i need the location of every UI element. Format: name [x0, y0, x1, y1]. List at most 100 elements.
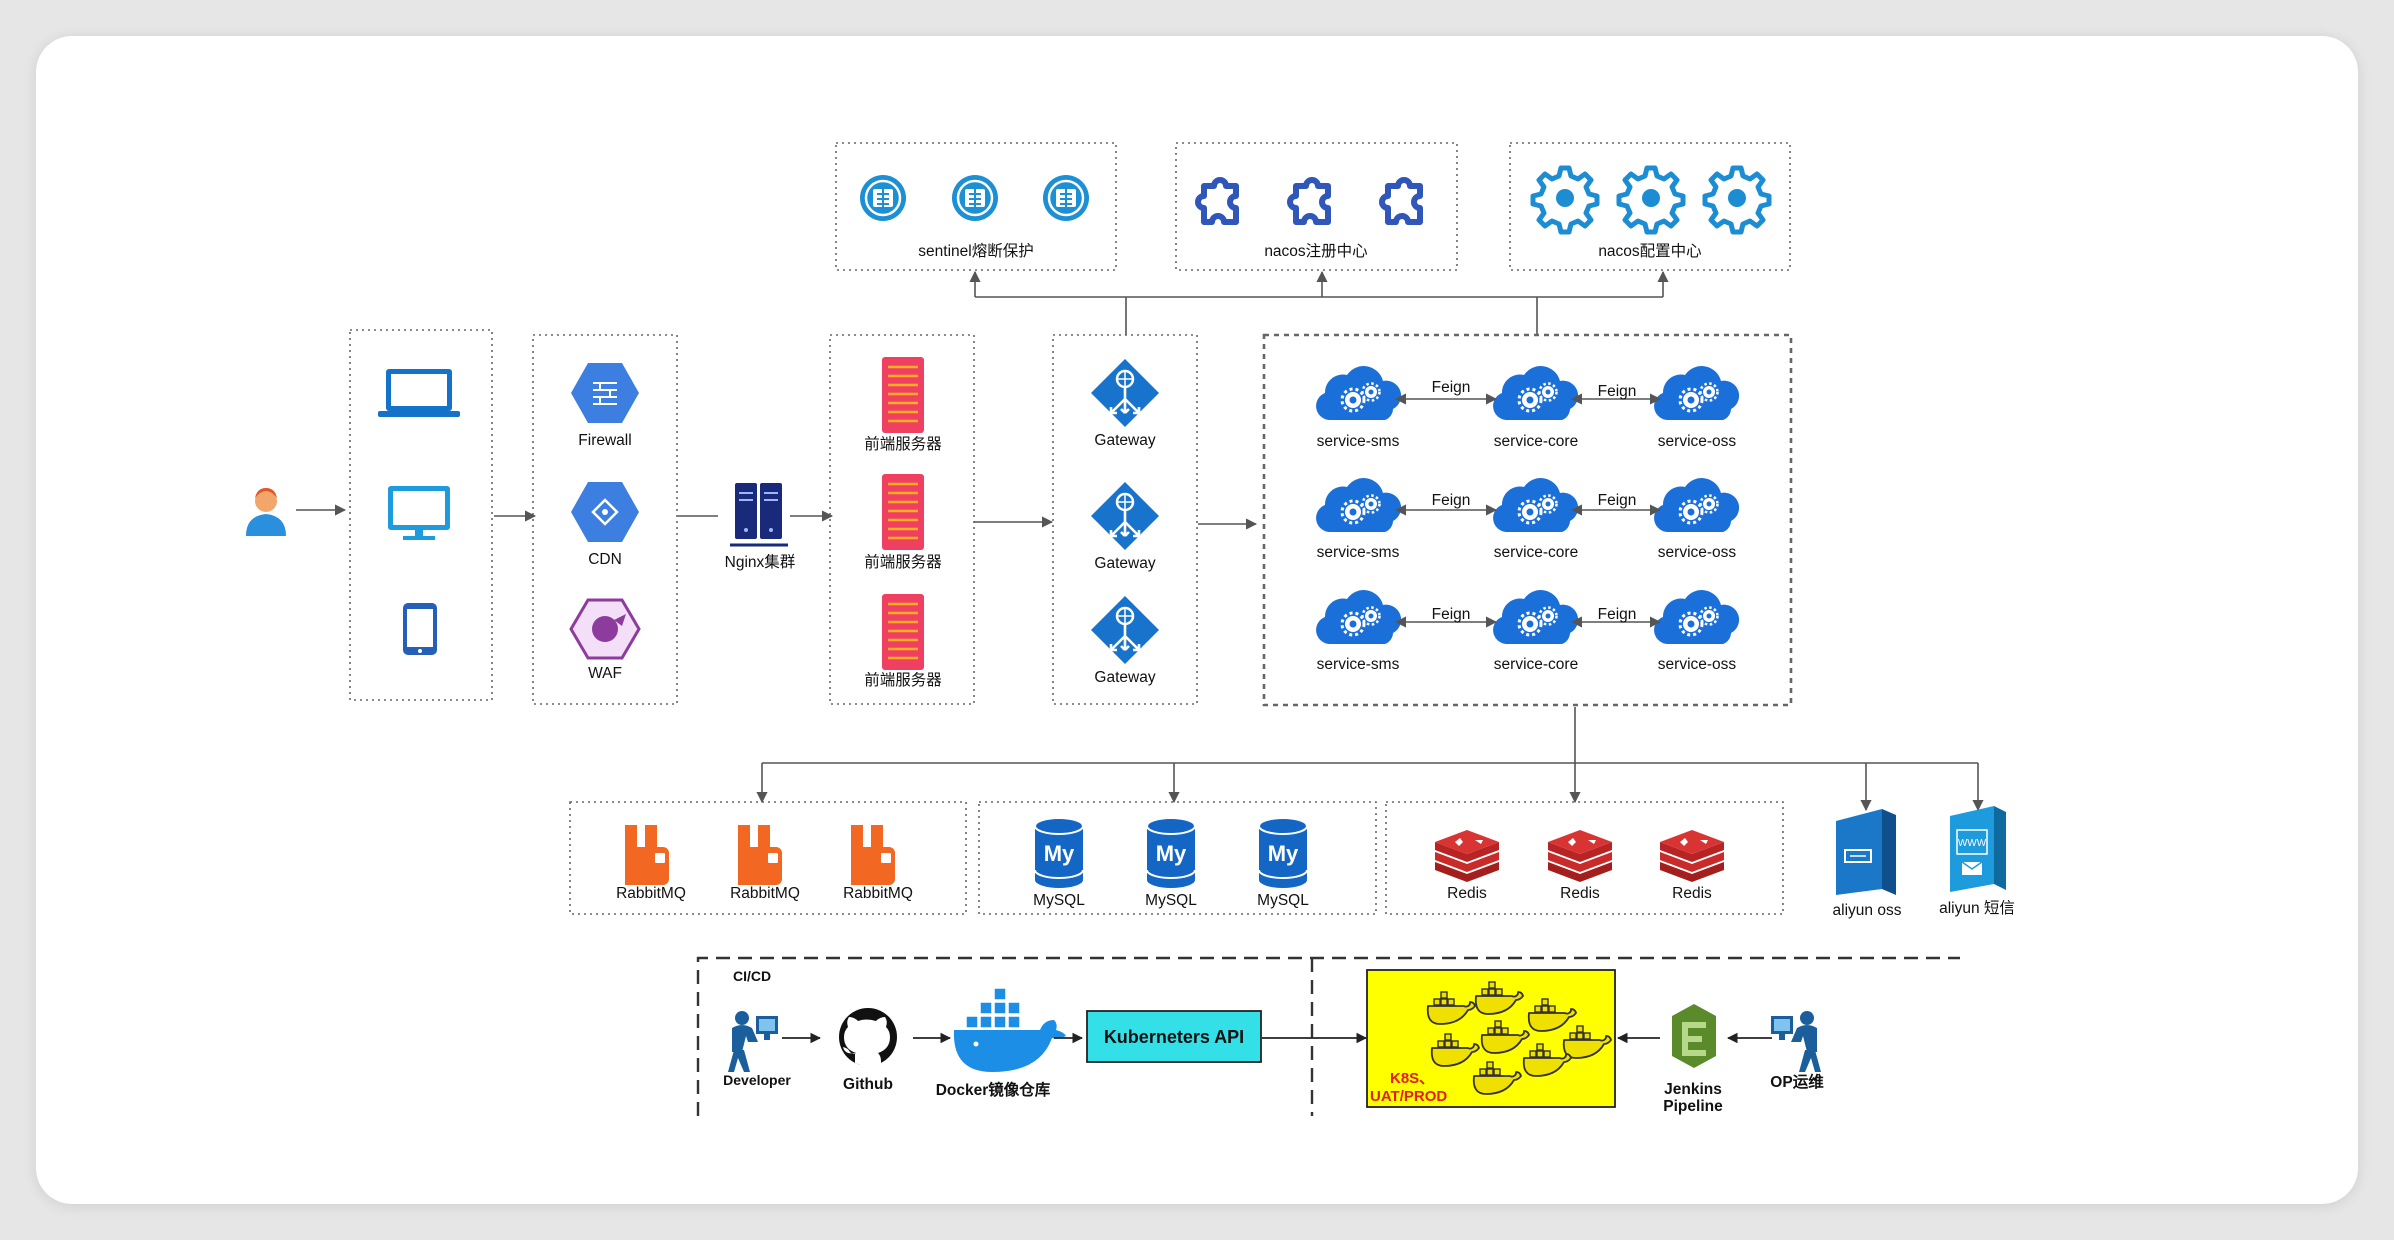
- cdn-label: CDN: [588, 551, 622, 568]
- waf-icon: [569, 598, 641, 660]
- jenkins-icon: [1672, 1004, 1716, 1068]
- service-label: service-core: [1494, 433, 1578, 450]
- rabbitmq-icon: [738, 825, 782, 885]
- firewall-label: Firewall: [578, 432, 631, 449]
- www-icon-text: WWW: [1958, 838, 1987, 849]
- desktop-icon: [388, 486, 450, 540]
- user-icon: [246, 488, 286, 536]
- sentinel-shield-icon: [1041, 173, 1091, 223]
- gateway-group: [1052, 334, 1198, 705]
- mysql-label: MySQL: [1257, 892, 1309, 909]
- frontend-group: [829, 334, 975, 705]
- feign-label: Feign: [1432, 492, 1471, 509]
- sentinel-label: sentinel熔断保护: [918, 242, 1033, 260]
- service-label: service-sms: [1317, 433, 1400, 450]
- op-label: OP运维: [1770, 1072, 1824, 1091]
- nacos-config-label: nacos配置中心: [1598, 242, 1701, 260]
- cicd-border: [696, 956, 1960, 1116]
- k8s-api-label: Kuberneters API: [1104, 1027, 1244, 1047]
- aliyun-sms-label: aliyun 短信: [1939, 899, 2015, 917]
- developer-label: Developer: [723, 1072, 791, 1088]
- rabbitmq-icon: [625, 825, 669, 885]
- nacos-registry-label: nacos注册中心: [1264, 242, 1367, 260]
- feign-label: Feign: [1598, 383, 1637, 400]
- gear-icon: [1619, 168, 1683, 232]
- service-label: service-core: [1494, 544, 1578, 561]
- waf-label: WAF: [588, 665, 622, 682]
- developer-icon: [728, 1011, 778, 1072]
- server-rack-icon: [880, 592, 926, 672]
- gateway-icon: [1089, 357, 1161, 429]
- rabbitmq-label: RabbitMQ: [843, 885, 913, 902]
- k8s-env-label-line2: UAT/PROD: [1370, 1088, 1447, 1105]
- cloud-gear-icon: [1652, 476, 1741, 534]
- feign-label: Feign: [1432, 379, 1471, 396]
- feign-label: Feign: [1598, 606, 1637, 623]
- laptop-icon: [378, 369, 460, 417]
- cicd-title: CI/CD: [733, 968, 771, 984]
- sentinel-shield-icon: [858, 173, 908, 223]
- gateway-label-1: Gateway: [1094, 432, 1155, 449]
- redis-label: Redis: [1447, 885, 1487, 902]
- mysql-label: MySQL: [1033, 892, 1085, 909]
- jenkins-label-line1: Jenkins: [1664, 1081, 1722, 1098]
- aliyun-oss-label: aliyun oss: [1833, 902, 1902, 919]
- services-group: [1262, 333, 1793, 707]
- service-label: service-sms: [1317, 544, 1400, 561]
- aliyun-oss-icon: [1836, 809, 1896, 895]
- feign-label: Feign: [1432, 606, 1471, 623]
- nginx-label: Nginx集群: [725, 553, 796, 571]
- redis-icon: [1435, 830, 1499, 882]
- mysql-db-icon: [1146, 817, 1196, 889]
- github-label: Github: [843, 1076, 893, 1093]
- gateway-label-2: Gateway: [1094, 555, 1155, 572]
- cloud-gear-icon: [1652, 364, 1741, 422]
- firewall-icon: [571, 363, 639, 423]
- frontend-label-3: 前端服务器: [864, 671, 942, 689]
- mysql-group: [978, 801, 1377, 915]
- service-label: service-core: [1494, 656, 1578, 673]
- puzzle-icon: [1198, 180, 1236, 222]
- mysql-db-icon: [1258, 817, 1308, 889]
- cloud-gear-icon: [1314, 476, 1403, 534]
- puzzle-icon: [1382, 180, 1420, 222]
- rabbitmq-group: [569, 801, 967, 915]
- gear-icon: [1705, 168, 1769, 232]
- devices-group: [349, 329, 493, 701]
- rabbitmq-icon: [851, 825, 895, 885]
- edge-group: [532, 334, 678, 705]
- jenkins-label-line2: Pipeline: [1663, 1098, 1723, 1115]
- aliyun-sms-icon: WWW: [1950, 806, 2006, 892]
- gateway-icon: [1089, 480, 1161, 552]
- service-label: service-oss: [1658, 656, 1737, 673]
- cloud-gear-icon: [1652, 588, 1741, 646]
- service-label: service-sms: [1317, 656, 1400, 673]
- frontend-label-2: 前端服务器: [864, 553, 942, 571]
- redis-icon: [1660, 830, 1724, 882]
- redis-icon: [1548, 830, 1612, 882]
- rabbitmq-label: RabbitMQ: [616, 885, 686, 902]
- nginx-icon: [730, 483, 788, 547]
- docker-whale-icon: [953, 987, 1066, 1072]
- cloud-gear-icon: [1491, 364, 1580, 422]
- cloud-gear-icon: [1491, 588, 1580, 646]
- puzzle-icon: [1290, 180, 1328, 222]
- server-rack-icon: [880, 472, 926, 552]
- server-rack-icon: [880, 355, 926, 435]
- gear-icon: [1533, 168, 1597, 232]
- feign-label: Feign: [1598, 492, 1637, 509]
- redis-label: Redis: [1672, 885, 1712, 902]
- op-icon: [1771, 1011, 1821, 1072]
- gateway-label-3: Gateway: [1094, 669, 1155, 686]
- cloud-gear-icon: [1491, 476, 1580, 534]
- service-label: service-oss: [1658, 433, 1737, 450]
- rabbitmq-label: RabbitMQ: [730, 885, 800, 902]
- mysql-label: MySQL: [1145, 892, 1197, 909]
- cloud-gear-icon: [1314, 364, 1403, 422]
- storage-bus: [762, 707, 1978, 764]
- redis-label: Redis: [1560, 885, 1600, 902]
- cloud-gear-icon: [1314, 588, 1403, 646]
- docker-label: Docker镜像仓库: [936, 1080, 1051, 1099]
- mysql-db-icon: [1034, 817, 1084, 889]
